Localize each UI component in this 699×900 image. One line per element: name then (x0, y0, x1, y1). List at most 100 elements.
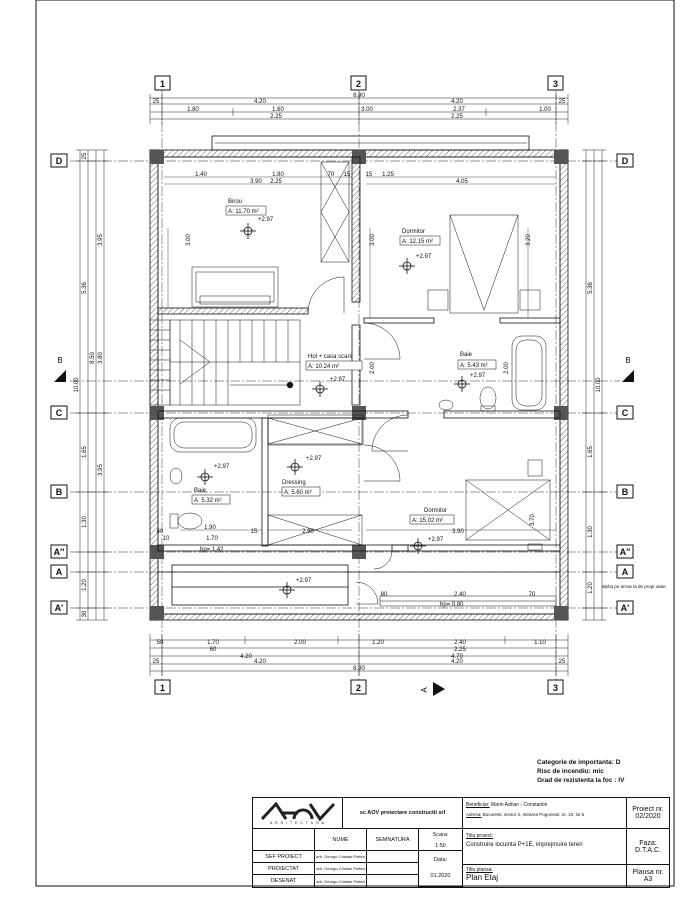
dim-text: 25 (559, 99, 566, 105)
dim-text: 15 (366, 172, 373, 178)
axis-label: 3 (553, 79, 558, 89)
axis-label: C (56, 408, 63, 418)
dim-text: 3.95 (98, 464, 104, 476)
axis-marker-1-top (154, 75, 171, 91)
logo-subtitle: A R H I T E C T U R A (270, 821, 325, 825)
phase-cell: Faza: D.T.A.C. (627, 829, 669, 865)
address-label: Adresa: (466, 812, 482, 817)
axis-marker-A1-left (50, 600, 68, 615)
dim-text: 1.70 (206, 536, 218, 542)
room-name: Hol + casa scarii (308, 354, 352, 360)
dimensions-left (76, 149, 108, 621)
dim-text: 3.90 (452, 529, 464, 535)
dim-text: 1.10 (534, 640, 546, 646)
axis-label: A (622, 567, 629, 577)
dim-text: 1.60 (272, 107, 284, 113)
dim-text: 15 (344, 172, 351, 178)
room-level: +2.97 (416, 254, 432, 260)
axis-marker-A2-left (50, 544, 68, 559)
dim-text: 3.80 (98, 352, 104, 364)
room-name: Dormitor (402, 229, 425, 235)
dimensions-right (582, 149, 606, 621)
axis-marker-2-top (350, 75, 367, 91)
phase-label: Faza: (639, 839, 657, 847)
section-label-right: B (625, 356, 630, 365)
axis-marker-B-right (616, 484, 634, 499)
dim-text: 2.00 (504, 362, 510, 374)
room-level: +2.97 (330, 377, 346, 383)
room-name: Dormitor (424, 508, 447, 514)
parapet-height: hp= 1.42 (200, 547, 224, 553)
axis-label: A (56, 567, 63, 577)
dim-text: 30 (82, 610, 88, 617)
project-title-cell: Titlu proiect: Construire locuinta P+1E,… (463, 829, 627, 865)
logo-cell: A R H I T E C T U R A (253, 798, 343, 829)
axis-marker-A1-right (616, 600, 634, 615)
project-title-label: Titlu proiect: (466, 833, 494, 839)
dim-text: 1.80 (187, 107, 199, 113)
beneficiary-cell: Beneficiar: Marin Adrian - Constantin Ad… (463, 798, 627, 829)
dim-text: 15 (251, 529, 258, 535)
dim-text: 3.20 (526, 234, 532, 246)
axis-markers: 1 2 3 1 2 3 D C B A'' A A' D C B A'' A (50, 75, 634, 696)
axis-label: D (622, 156, 629, 166)
proiectat-label: PROIECTAT (253, 863, 315, 875)
company-logo-icon (260, 801, 335, 821)
project-number-cell: Proiect nr. 02/2020 (627, 798, 669, 829)
axis-marker-2-bottom (350, 679, 367, 695)
axis-label: A'' (620, 547, 631, 557)
axis-marker-C-left (50, 405, 68, 420)
dim-text: 2.25 (270, 114, 282, 120)
dim-text: 1.30 (82, 516, 88, 528)
dim-text: 4.20 (451, 659, 463, 665)
axis-marker-A-right (616, 564, 634, 579)
dim-text: 25 (559, 659, 566, 665)
section-a-label: A (420, 687, 429, 693)
sef-sign (367, 851, 419, 863)
dim-text: 1.20 (82, 579, 88, 591)
dim-text: 10 (163, 536, 170, 542)
dim-text: 2.25 (270, 179, 282, 185)
axis-marker-D-right (616, 153, 634, 168)
room-level: +2.97 (306, 456, 322, 462)
dimensions-bottom (149, 634, 569, 676)
section-arrow-bottom-icon (433, 682, 445, 696)
dim-text: 1.80 (272, 172, 284, 178)
terrace-level: +2.97 (296, 578, 312, 584)
dim-text: 2.00 (370, 362, 376, 374)
axis-label: 2 (356, 683, 361, 693)
sheet-title-label: Titlu plansa: (466, 867, 493, 873)
dimensions-top (149, 94, 569, 124)
room-area: A: 15.02 m² (412, 518, 443, 524)
axis-label: D (56, 156, 63, 166)
date-cell: Data: 01.2020 (419, 851, 463, 887)
dim-text: 10.00 (74, 377, 80, 393)
title-block: A R H I T E C T U R A sc AOV proiectare … (252, 797, 670, 888)
dim-text: 4.05 (456, 179, 468, 185)
axis-label: B (622, 487, 629, 497)
room-name: Dressing (282, 480, 306, 486)
dim-text: 8.50 (90, 352, 96, 364)
ceiling-fixtures (197, 223, 470, 598)
axis-label: 3 (553, 683, 558, 693)
beneficiary-label: Beneficiar: (466, 802, 490, 808)
axis-label: A'' (54, 547, 65, 557)
scale-cell: Scara: 1:50 (419, 829, 463, 851)
dim-text: 8.90 (353, 93, 365, 99)
col-semnatura: SEMNATURA (367, 829, 419, 851)
note-right: alpha pe arrow ta de propr alate (602, 584, 666, 589)
sheet-number-cell: Plansa nr. A3 (627, 865, 669, 887)
dim-text: 2.00 (294, 640, 306, 646)
room-level: +2.97 (214, 464, 230, 470)
axis-marker-1-bottom (154, 679, 171, 695)
sheet-number: A3 (643, 876, 653, 883)
project-number-label: Proiect nr. (632, 806, 664, 813)
proiectat-sign (367, 863, 419, 875)
dim-text: 4.20 (254, 659, 266, 665)
dim-text: 25 (153, 659, 160, 665)
axis-marker-3-bottom (547, 679, 564, 695)
date-label: Data: (433, 857, 448, 863)
axis-label: A' (55, 603, 64, 613)
room-name: Baie (194, 488, 207, 494)
dim-text: 8.90 (353, 666, 365, 672)
